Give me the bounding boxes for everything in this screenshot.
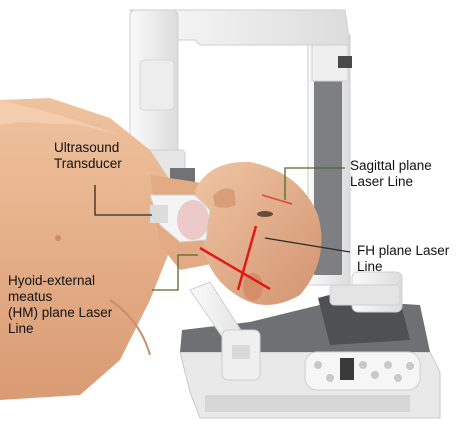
control-panel <box>305 352 420 390</box>
hm-plane-label: Hyoid-external meatus (HM) plane Laser L… <box>8 273 112 337</box>
sagittal-plane-label: Sagittal plane Laser Line <box>350 158 432 190</box>
fh-plane-label: FH plane Laser Line <box>357 243 449 275</box>
ultrasound-transducer-label: Ultrasound Transducer <box>54 140 122 172</box>
